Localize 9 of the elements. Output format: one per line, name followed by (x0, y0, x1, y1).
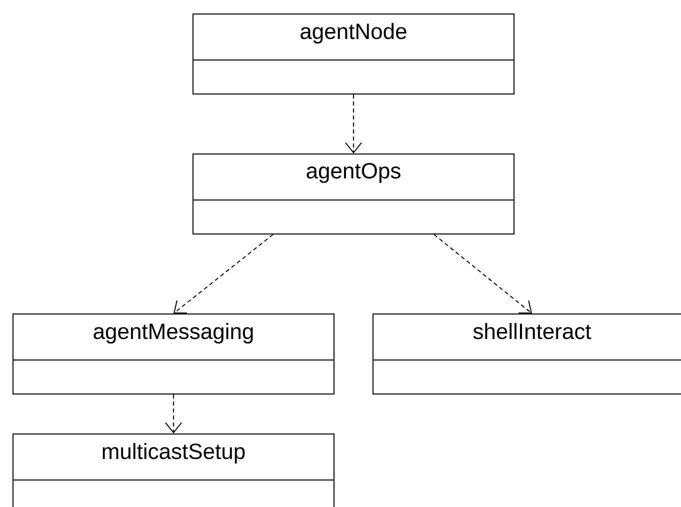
dependency-arrow (434, 234, 532, 314)
dependency-arrow (174, 234, 274, 314)
class-box: agentNode (192, 14, 514, 94)
class-box: multicastSetup (12, 434, 334, 507)
class-box: agentOps (192, 154, 514, 234)
dependency-arrow (165, 394, 182, 434)
dependency-arrow (345, 94, 362, 154)
class-box: agentMessaging (12, 314, 334, 394)
class-box: shellInteract (372, 314, 681, 394)
